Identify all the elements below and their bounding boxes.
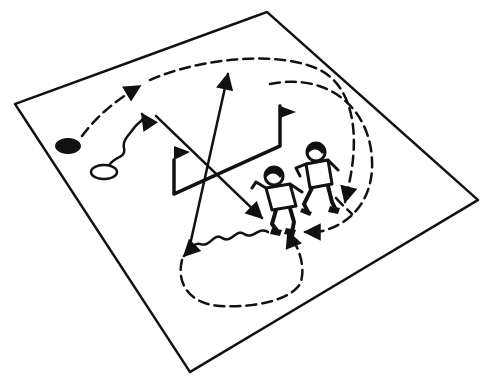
cone-marker-icon [91, 165, 117, 179]
pass-arrow-long-diagonal [156, 116, 262, 218]
pass-arrow-upward [188, 74, 228, 254]
dashed-run-top-continuation [150, 59, 354, 200]
dashed-run-right [270, 82, 372, 232]
dribble-wavy-lower [184, 230, 268, 256]
player-left-icon [252, 167, 302, 236]
pitch-area [15, 12, 478, 372]
dashed-run-top [82, 86, 140, 136]
player-right-icon [296, 143, 340, 216]
ball-icon [55, 138, 81, 154]
dribble-wavy-upper [110, 114, 143, 164]
dashed-run-bottom-loop [181, 236, 303, 306]
dashed-run-top-end-arrow [345, 190, 348, 202]
